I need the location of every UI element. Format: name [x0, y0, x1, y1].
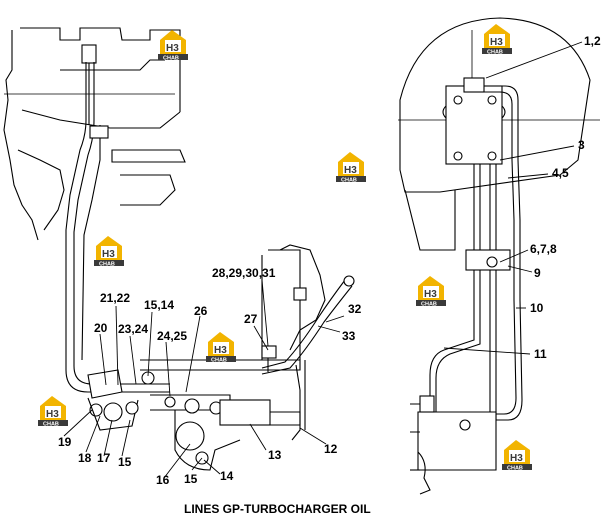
- watermark-logo: H3 CHAB: [38, 396, 68, 428]
- callout-18: 18: [78, 451, 92, 465]
- right-assembly-view: [398, 17, 600, 495]
- callout-33: 33: [342, 329, 356, 343]
- watermark-logo: H3 CHAB: [416, 276, 446, 308]
- watermark-logo: H3 CHAB: [94, 236, 124, 268]
- watermark-logo: H3 CHAB: [482, 24, 512, 56]
- callout-32: 32: [348, 302, 362, 316]
- callout-28-31: 28,29,30,31: [212, 266, 276, 280]
- callout-14: 14: [220, 469, 234, 483]
- watermark-logos: H3 CHAB H3 CHAB H3 CHAB H3 CHAB: [38, 24, 532, 472]
- callout-24-25: 24,25: [157, 329, 187, 343]
- watermark-logo: H3 CHAB: [158, 30, 188, 62]
- callout-11: 11: [534, 347, 547, 361]
- watermark-main: H3: [46, 409, 59, 420]
- watermark-main: H3: [510, 453, 523, 464]
- watermark-sub: CHAB: [99, 262, 115, 268]
- callout-9: 9: [534, 266, 541, 280]
- callout-1-2: 1,2: [584, 34, 601, 48]
- watermark-sub: CHAB: [163, 56, 179, 62]
- watermark-main: H3: [344, 165, 357, 176]
- watermark-sub: CHAB: [421, 302, 437, 308]
- left-assembly-view: [3, 27, 355, 471]
- callout-21-22: 21,22: [100, 291, 130, 305]
- callout-19: 19: [58, 435, 72, 449]
- watermark-sub: CHAB: [507, 466, 523, 472]
- diagram-title: LINES GP-TURBOCHARGER OIL: [184, 502, 371, 516]
- watermark-logo: H3 CHAB: [502, 440, 532, 472]
- callout-3: 3: [578, 138, 585, 152]
- watermark-sub: CHAB: [43, 422, 59, 428]
- watermark-main: H3: [490, 37, 503, 48]
- callout-4-5: 4,5: [552, 166, 569, 180]
- callout-13: 13: [268, 448, 282, 462]
- callout-15-left: 15: [118, 455, 132, 469]
- watermark-sub: CHAB: [341, 178, 357, 184]
- callout-17: 17: [97, 451, 111, 465]
- watermark-main: H3: [102, 249, 115, 260]
- watermark-main: H3: [424, 289, 437, 300]
- callout-16: 16: [156, 473, 170, 487]
- watermark-main: H3: [214, 345, 227, 356]
- callout-26: 26: [194, 304, 208, 318]
- callout-23-24: 23,24: [118, 322, 148, 336]
- callout-27: 27: [244, 312, 258, 326]
- callout-12: 12: [324, 442, 338, 456]
- callout-6-7-8: 6,7,8: [530, 242, 557, 256]
- callout-labels: 1,2 3 4,5 6,7,8 9 10 11 12 13 14 15 16 1…: [58, 34, 601, 487]
- watermark-sub: CHAB: [211, 358, 227, 364]
- callout-10: 10: [530, 301, 544, 315]
- callout-15-14: 15,14: [144, 298, 174, 312]
- watermark-sub: CHAB: [487, 50, 503, 56]
- watermark-logo: H3 CHAB: [206, 332, 236, 364]
- callout-20: 20: [94, 321, 108, 335]
- leader-lines: [63, 41, 583, 479]
- watermark-logo: H3 CHAB: [336, 152, 366, 184]
- callout-15-lower: 15: [184, 472, 198, 486]
- watermark-main: H3: [166, 43, 179, 54]
